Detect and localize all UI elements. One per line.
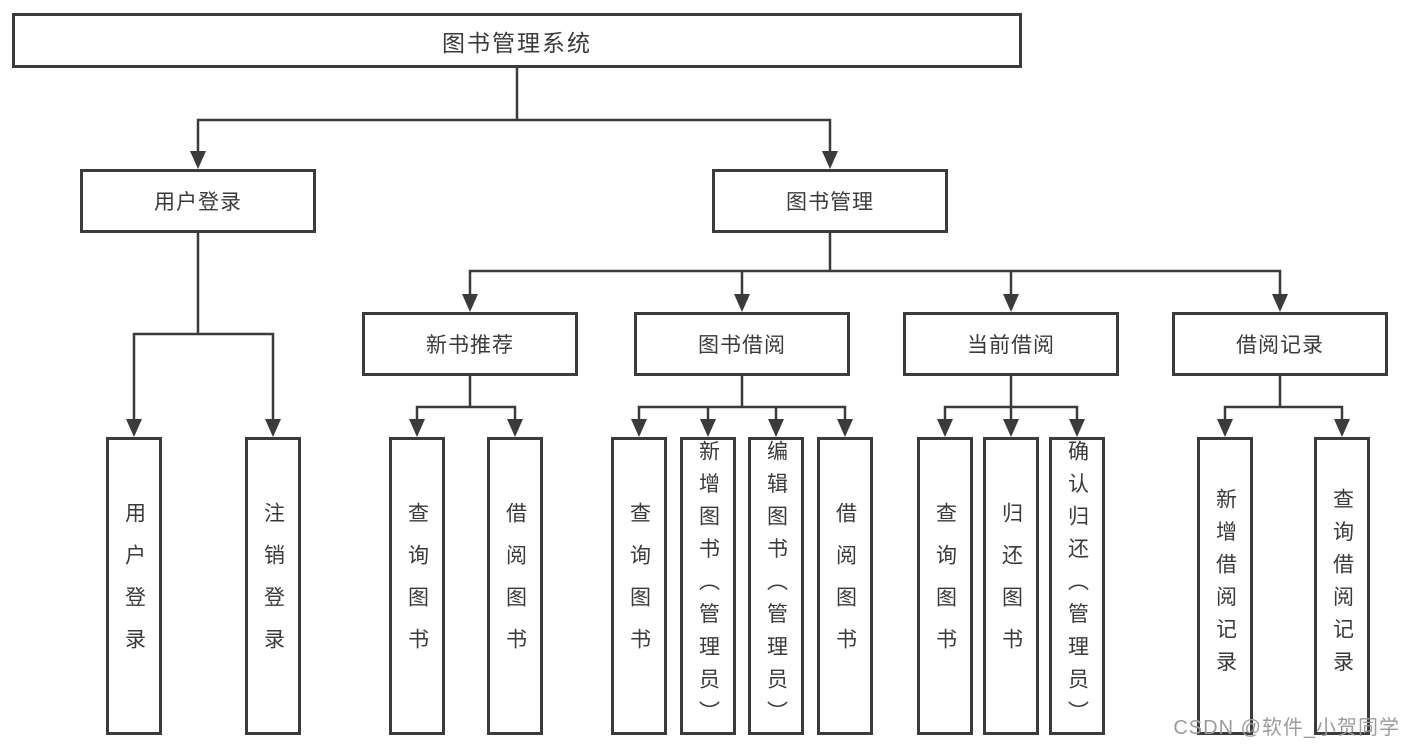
leaf-confirm-return-admin-label: 确认归还（管理员）	[1065, 439, 1089, 733]
leaf-edit-book-admin: 编辑图书（管理员）	[748, 437, 804, 735]
leaf-query-borrow-record-label: 查询借阅记录	[1330, 488, 1354, 684]
node-book-management-label: 图书管理	[786, 191, 874, 214]
leaf-user-login: 用户登录	[106, 437, 162, 735]
leaf-logout-label: 注销登录	[261, 502, 285, 670]
leaf-query-book-borrow: 查询图书	[611, 437, 667, 735]
node-book-borrow-label: 图书借阅	[698, 334, 786, 357]
node-new-book-recommend: 新书推荐	[362, 312, 578, 376]
csdn-watermark: CSDN @软件_小贺同学	[1173, 717, 1400, 739]
leaf-logout: 注销登录	[245, 437, 301, 735]
node-user-login-label: 用户登录	[154, 191, 242, 214]
leaf-borrow-book-recommend-label: 借阅图书	[503, 502, 527, 670]
leaf-add-borrow-record-label: 新增借阅记录	[1213, 488, 1237, 684]
node-book-borrow: 图书借阅	[634, 312, 850, 376]
leaf-confirm-return-admin: 确认归还（管理员）	[1049, 437, 1105, 735]
leaf-borrow-book-recommend: 借阅图书	[487, 437, 543, 735]
node-current-borrow: 当前借阅	[903, 312, 1119, 376]
arrowheads	[126, 151, 1350, 437]
leaf-add-borrow-record: 新增借阅记录	[1197, 437, 1253, 735]
leaf-borrow-book: 借阅图书	[817, 437, 873, 735]
leaf-add-book-admin: 新增图书（管理员）	[680, 437, 736, 735]
tree-edges	[132, 66, 1344, 422]
leaf-add-book-admin-label: 新增图书（管理员）	[696, 439, 720, 733]
node-book-management: 图书管理	[712, 169, 948, 233]
leaf-edit-book-admin-label: 编辑图书（管理员）	[764, 439, 788, 733]
node-root: 图书管理系统	[12, 13, 1022, 68]
leaf-user-login-label: 用户登录	[122, 502, 146, 670]
leaf-query-book-current: 查询图书	[917, 437, 973, 735]
node-current-borrow-label: 当前借阅	[967, 334, 1055, 357]
node-borrow-records: 借阅记录	[1172, 312, 1388, 376]
leaf-query-book-recommend-label: 查询图书	[405, 502, 429, 670]
node-borrow-records-label: 借阅记录	[1236, 334, 1324, 357]
leaf-query-book-borrow-label: 查询图书	[627, 502, 651, 670]
node-new-book-recommend-label: 新书推荐	[426, 334, 514, 357]
leaf-borrow-book-label: 借阅图书	[833, 502, 857, 670]
leaf-query-borrow-record: 查询借阅记录	[1314, 437, 1370, 735]
leaf-return-book: 归还图书	[983, 437, 1039, 735]
leaf-query-book-recommend: 查询图书	[389, 437, 445, 735]
leaf-query-book-current-label: 查询图书	[933, 502, 957, 670]
leaf-return-book-label: 归还图书	[999, 502, 1023, 670]
node-root-label: 图书管理系统	[442, 29, 592, 56]
node-user-login: 用户登录	[80, 169, 316, 233]
